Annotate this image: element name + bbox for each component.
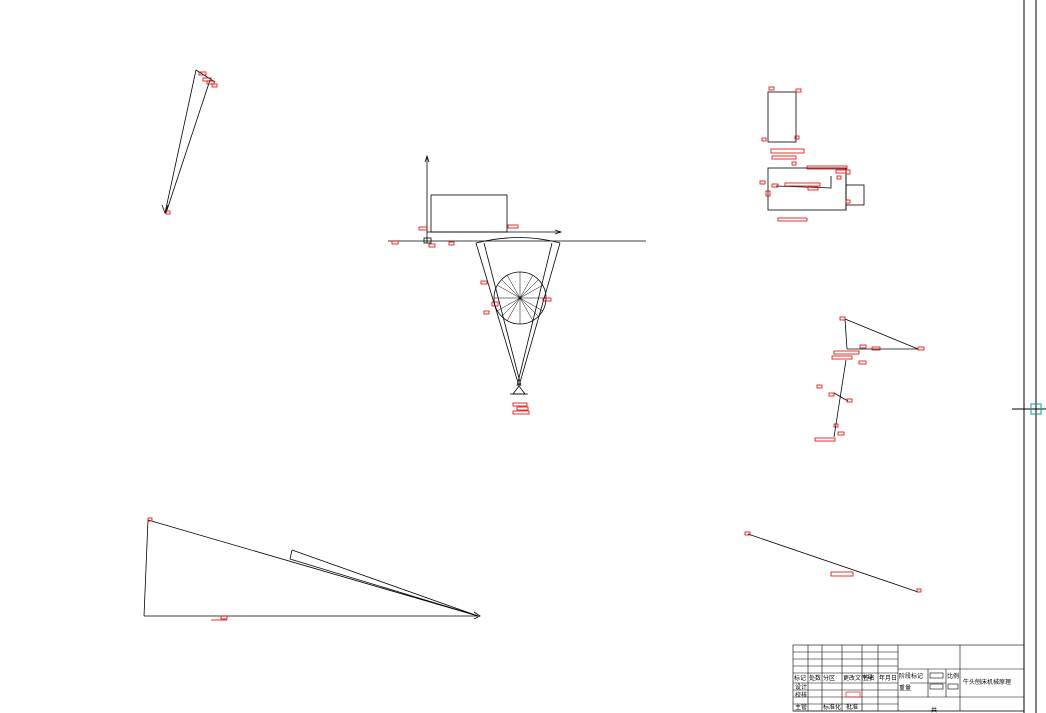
tb-scale: 比例 bbox=[947, 672, 959, 680]
tb-header-count: 处数 bbox=[809, 674, 821, 682]
dimension-labels bbox=[744, 531, 922, 593]
force-polygon-bottom-left bbox=[143, 517, 481, 621]
acceleration-polygon-right bbox=[814, 316, 925, 442]
slider-detail-top-right bbox=[759, 86, 865, 222]
crosshair-cursor bbox=[1012, 385, 1046, 433]
tb-header-mark: 标记 bbox=[794, 674, 806, 682]
tb-row-check: 校核 bbox=[795, 691, 807, 699]
title-block bbox=[792, 644, 1025, 712]
title-block-text: 标记 处数 分区 更改文件号 签名 年月日 设计 校核 主管 标准化 批准 阶段… bbox=[794, 672, 1011, 713]
velocity-polygon-top-left bbox=[161, 69, 218, 215]
dimension-labels bbox=[165, 71, 218, 215]
shaper-mechanism bbox=[388, 154, 646, 415]
tb-page: 共 bbox=[931, 706, 937, 713]
tb-row-supervisor: 主管 bbox=[795, 703, 807, 711]
tb-header-date: 年月日 bbox=[879, 674, 897, 682]
vector-line-bottom-right bbox=[744, 531, 922, 593]
tb-row-design: 设计 bbox=[795, 683, 807, 691]
tb-stage-mark: 阶段标记 bbox=[899, 672, 923, 680]
tb-weight: 重量 bbox=[899, 684, 911, 692]
tb-header-change-doc: 更改文件号 bbox=[843, 674, 873, 682]
drawing-name: 牛头刨床机械原理 bbox=[963, 678, 1011, 686]
tb-approve: 批准 bbox=[846, 703, 858, 711]
dimension-labels bbox=[759, 86, 851, 222]
dimension-labels bbox=[391, 224, 552, 415]
tb-header-signature: 签名 bbox=[863, 674, 875, 682]
tb-standard: 标准化 bbox=[823, 703, 841, 711]
dimension-labels bbox=[147, 517, 228, 621]
dimension-labels bbox=[814, 316, 925, 442]
tb-header-zone: 分区 bbox=[823, 674, 835, 682]
